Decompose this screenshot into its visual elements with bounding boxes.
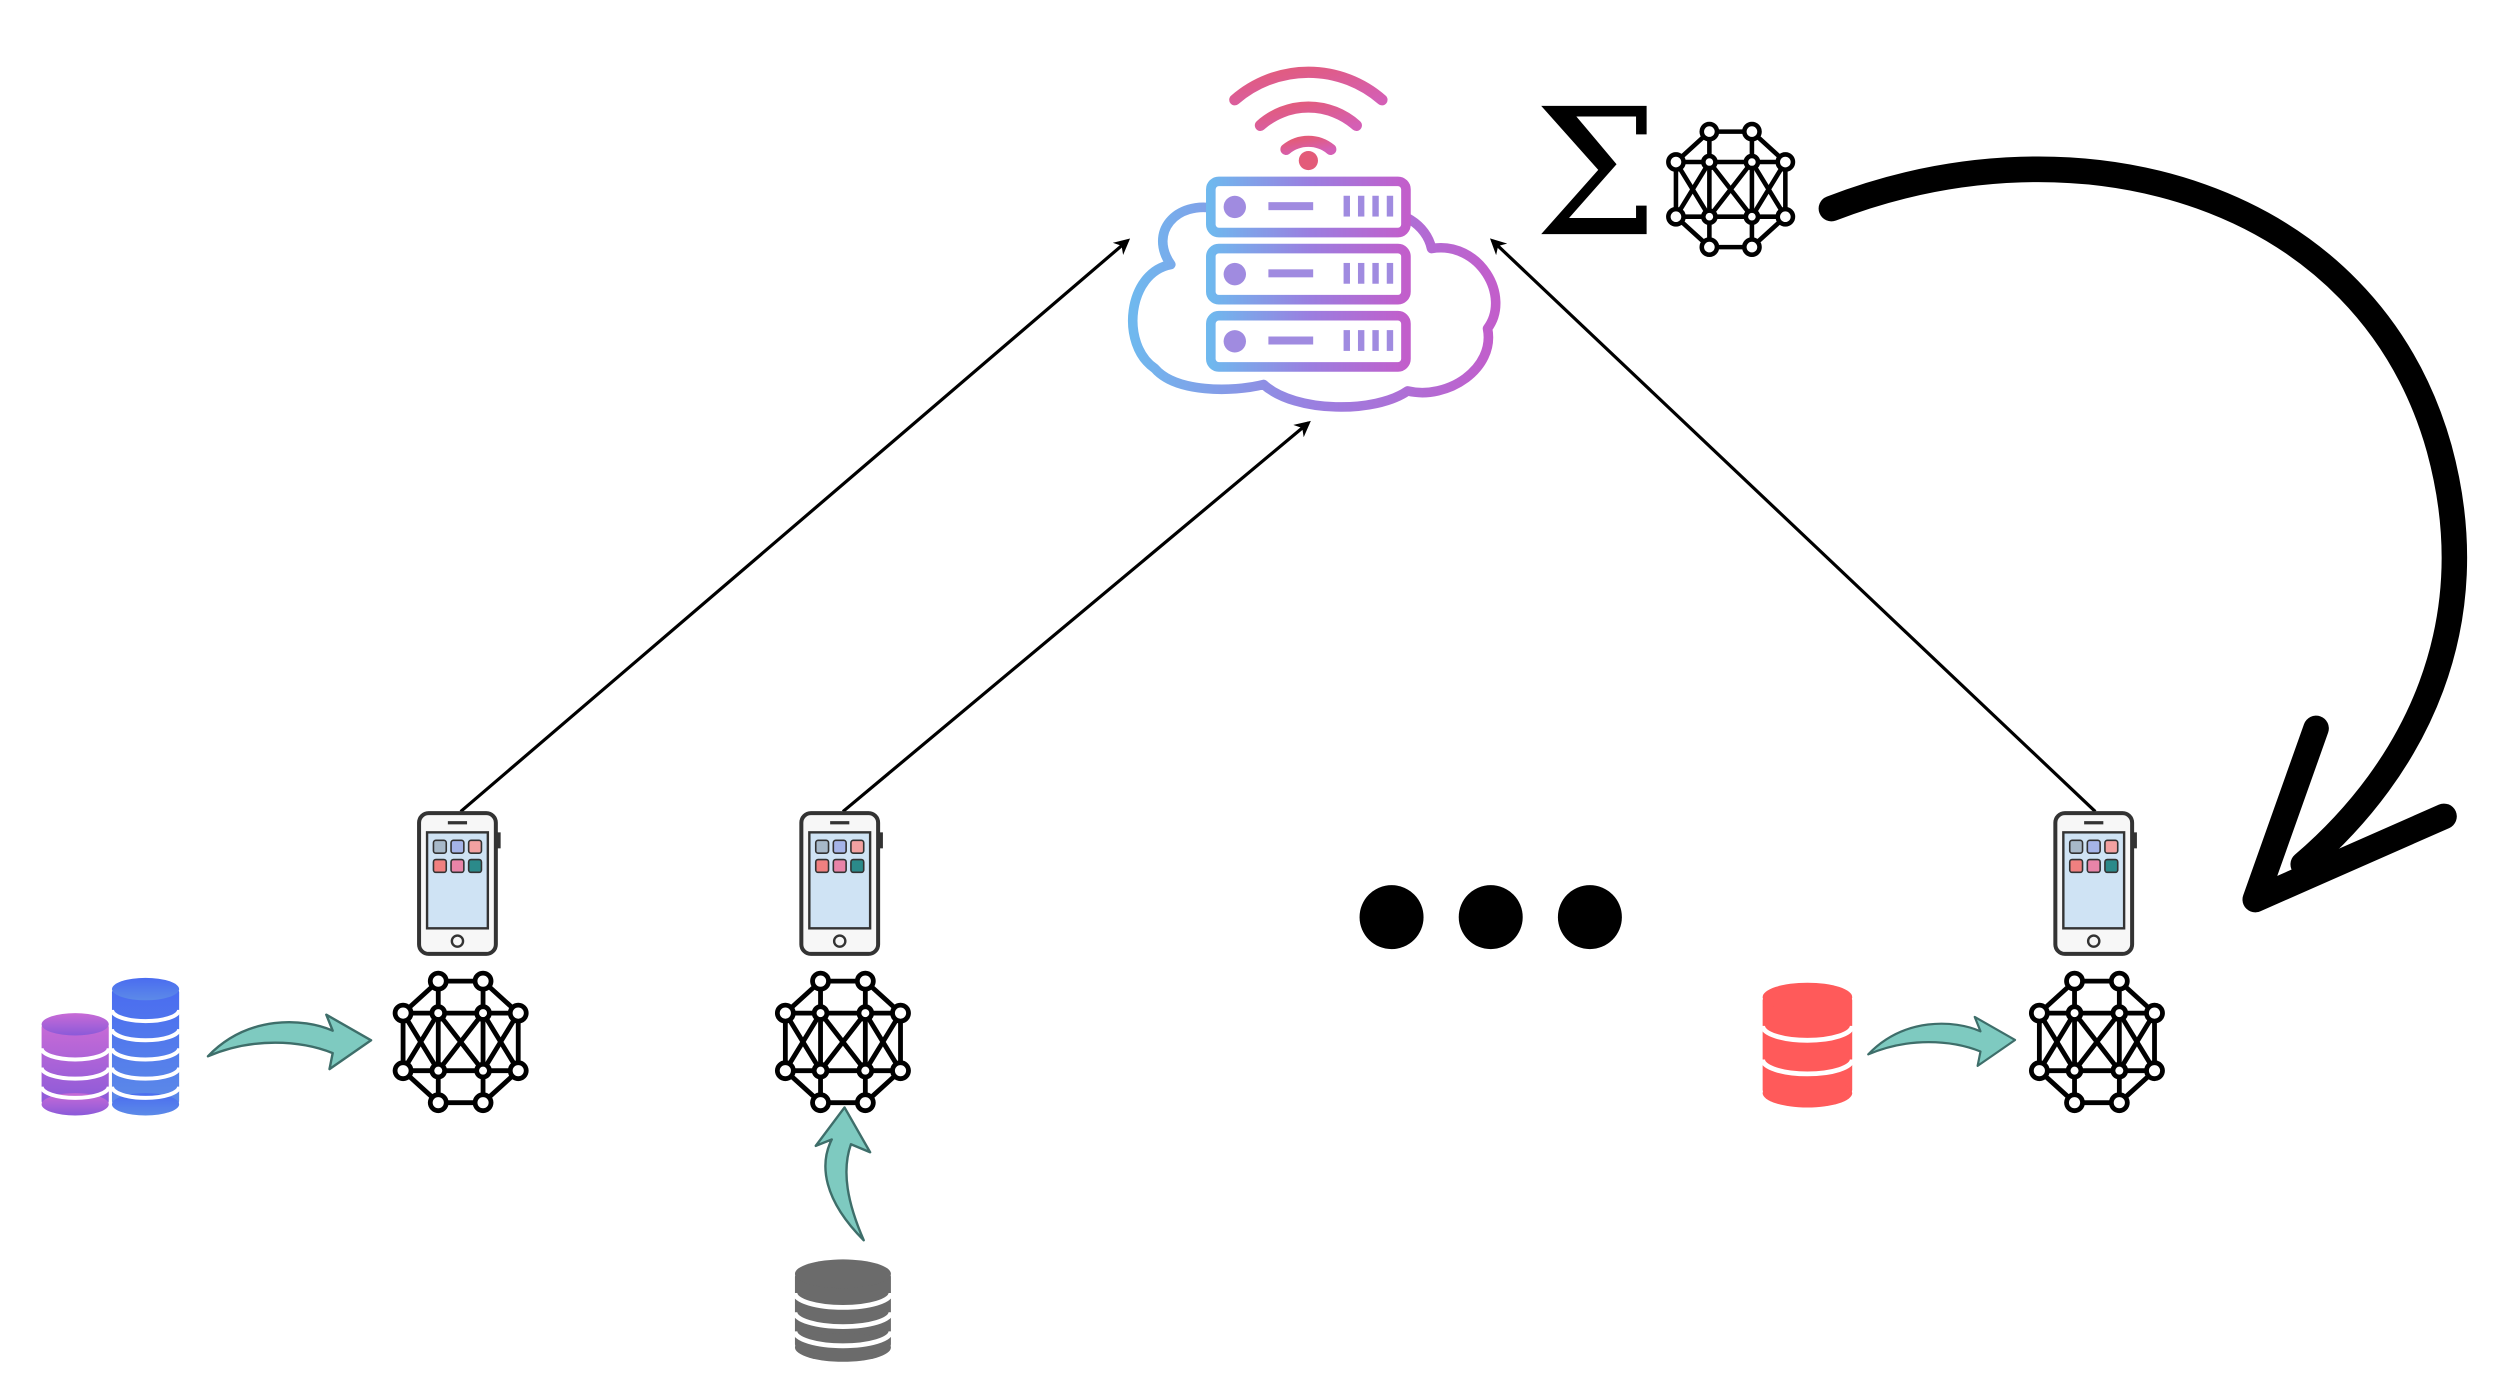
upload-arrow-client-3 — [1490, 238, 2097, 813]
upload-arrow-client-2 — [841, 420, 1311, 813]
smartphone-icon — [417, 811, 503, 956]
teal-arrow-icon — [1867, 1015, 2017, 1067]
aggregation-label: Σ — [1534, 72, 1793, 276]
local-model-nn-icon — [777, 973, 908, 1111]
ellipsis-dots — [1359, 885, 1622, 950]
global-model-nn-icon — [1668, 124, 1793, 255]
smartphone-icon — [799, 811, 885, 956]
client-3 — [1760, 811, 2163, 1111]
local-model-nn-icon — [2031, 973, 2162, 1111]
teal-arrow-icon — [206, 1013, 373, 1071]
smartphone-icon — [2053, 811, 2139, 956]
client-1 — [39, 811, 527, 1116]
client-2 — [777, 811, 908, 1362]
teal-arrow-icon — [814, 1106, 872, 1242]
sigma-symbol: Σ — [1534, 72, 1658, 276]
cloud-server-icon — [1128, 66, 1501, 412]
database-stacks-icon — [39, 977, 182, 1116]
broadcast-arrow — [1818, 156, 2468, 913]
database-stack-icon — [792, 1259, 894, 1362]
upload-arrows — [459, 238, 2097, 813]
database-stack-icon — [1760, 982, 1855, 1108]
local-model-nn-icon — [395, 973, 526, 1111]
upload-arrow-client-1 — [459, 238, 1131, 813]
wifi-icon — [1229, 66, 1388, 155]
